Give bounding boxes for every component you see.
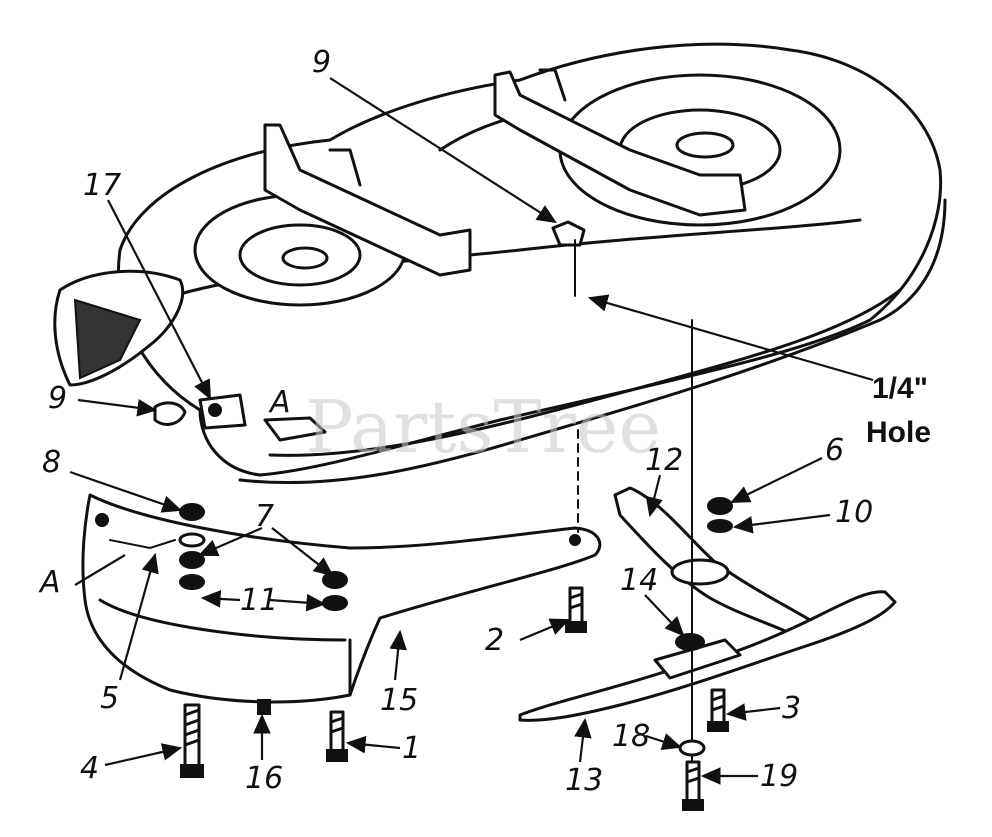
label-15: 15 [380,683,418,718]
leader-lines [69,77,874,785]
watermark: PartsTree [305,385,661,469]
label-18: 18 [612,719,650,754]
label-19: 19 [760,759,798,794]
label-8: 8 [42,445,61,480]
label-9-top: 9 [312,45,331,80]
label-5: 5 [100,681,119,716]
part-labels: 9 17 9 A 1/4" Hole 8 7 A 11 5 15 2 4 16 … [38,45,931,798]
bolt-part-19 [682,760,704,811]
label-17: 17 [83,168,121,203]
label-3: 3 [782,691,801,726]
label-14: 14 [620,563,658,598]
label-hole-word: Hole [866,416,931,449]
bolt-part-2 [565,586,587,633]
label-1: 1 [402,731,421,766]
label-9-left: 9 [48,381,67,416]
label-13: 13 [565,763,603,798]
nut-part-16 [257,699,271,715]
washer-part-11 [179,574,348,611]
mower-deck-housing [53,42,947,485]
bolt-part-3 [707,688,729,732]
washer-part-10 [707,519,733,533]
nut-part-6 [707,497,733,515]
label-2: 2 [485,623,504,658]
label-12: 12 [645,443,683,478]
washer-part-18 [678,739,706,757]
label-10: 10 [835,495,873,530]
label-7: 7 [255,499,274,534]
label-4: 4 [80,751,99,786]
label-section-a-baffle: A [38,565,61,600]
bolt-part-4 [180,703,204,778]
label-6: 6 [825,433,844,468]
label-hole-size: 1/4" [872,372,928,405]
label-section-a-deck: A [268,385,291,420]
adapter-part-14 [675,633,705,651]
label-16: 16 [245,761,283,796]
label-11: 11 [240,583,278,618]
bolt-part-1 [326,710,348,762]
